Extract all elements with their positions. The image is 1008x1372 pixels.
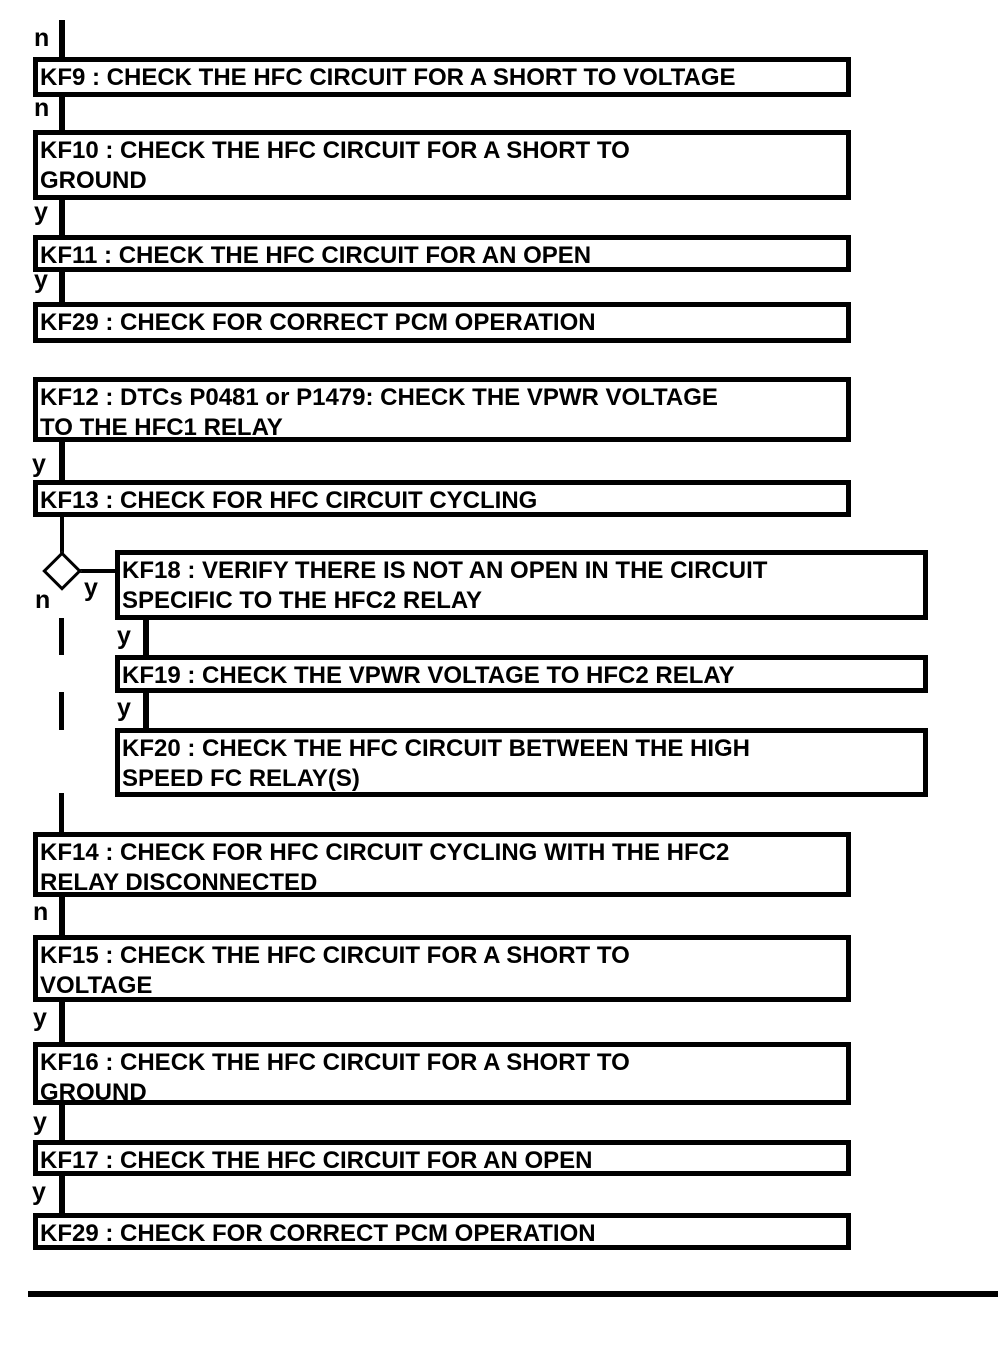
connector-kf14-kf15	[59, 897, 65, 935]
dashed-connector-segment	[59, 618, 64, 655]
connector-kf16-kf17	[59, 1105, 65, 1140]
branch-label: y	[32, 450, 46, 478]
connector-kf19-kf20	[143, 692, 149, 728]
branch-label: y	[33, 1004, 47, 1032]
flow-step-kf16: KF16 : CHECK THE HFC CIRCUIT FOR A SHORT…	[33, 1042, 851, 1105]
connector-kf13-diamond	[60, 514, 64, 556]
branch-label: n	[34, 94, 50, 122]
flow-step-kf20: KF20 : CHECK THE HFC CIRCUIT BETWEEN THE…	[115, 728, 928, 797]
flow-step-kf9: KF9 : CHECK THE HFC CIRCUIT FOR A SHORT …	[33, 57, 851, 97]
flow-step-kf14: KF14 : CHECK FOR HFC CIRCUIT CYCLING WIT…	[33, 832, 851, 897]
connector-kf10-kf11	[59, 200, 65, 235]
flow-step-kf18: KF18 : VERIFY THERE IS NOT AN OPEN IN TH…	[115, 550, 928, 620]
flow-step-kf29-first: KF29 : CHECK FOR CORRECT PCM OPERATION	[33, 302, 851, 343]
connector-kf15-kf16	[59, 1002, 65, 1042]
flow-step-kf29-second: KF29 : CHECK FOR CORRECT PCM OPERATION	[33, 1213, 851, 1250]
branch-label: y	[32, 1178, 46, 1206]
branch-label-diamond-no: n	[35, 586, 51, 614]
branch-label: n	[34, 24, 50, 52]
connector-diamond-kf18	[76, 569, 117, 573]
connector-kf12-kf13	[59, 442, 65, 480]
branch-label: y	[117, 694, 131, 722]
flow-step-kf13: KF13 : CHECK FOR HFC CIRCUIT CYCLING	[33, 480, 851, 517]
dashed-connector-segment	[59, 793, 64, 832]
branch-label: y	[117, 622, 131, 650]
flow-step-kf10: KF10 : CHECK THE HFC CIRCUIT FOR A SHORT…	[33, 130, 851, 200]
branch-label: y	[33, 1108, 47, 1136]
connector-kf17-kf29b	[59, 1175, 65, 1213]
flow-step-kf17: KF17 : CHECK THE HFC CIRCUIT FOR AN OPEN	[33, 1140, 851, 1176]
flow-step-kf15: KF15 : CHECK THE HFC CIRCUIT FOR A SHORT…	[33, 935, 851, 1002]
flow-step-kf11: KF11 : CHECK THE HFC CIRCUIT FOR AN OPEN	[33, 235, 851, 272]
decision-diamond	[42, 551, 82, 591]
connector-kf9-kf10	[59, 97, 65, 130]
branch-label: y	[34, 266, 48, 294]
branch-label: n	[33, 898, 49, 926]
dashed-connector-segment	[59, 692, 64, 730]
connector-kf18-kf19	[143, 620, 149, 655]
branch-label-diamond-yes: y	[84, 574, 98, 602]
flow-step-kf12: KF12 : DTCs P0481 or P1479: CHECK THE VP…	[33, 377, 851, 442]
page-divider-rule	[28, 1291, 998, 1297]
flow-step-kf19: KF19 : CHECK THE VPWR VOLTAGE TO HFC2 RE…	[115, 655, 928, 693]
branch-label: y	[34, 198, 48, 226]
connector-kf11-kf29a	[59, 270, 65, 302]
connector-top-into-kf9	[59, 20, 65, 57]
